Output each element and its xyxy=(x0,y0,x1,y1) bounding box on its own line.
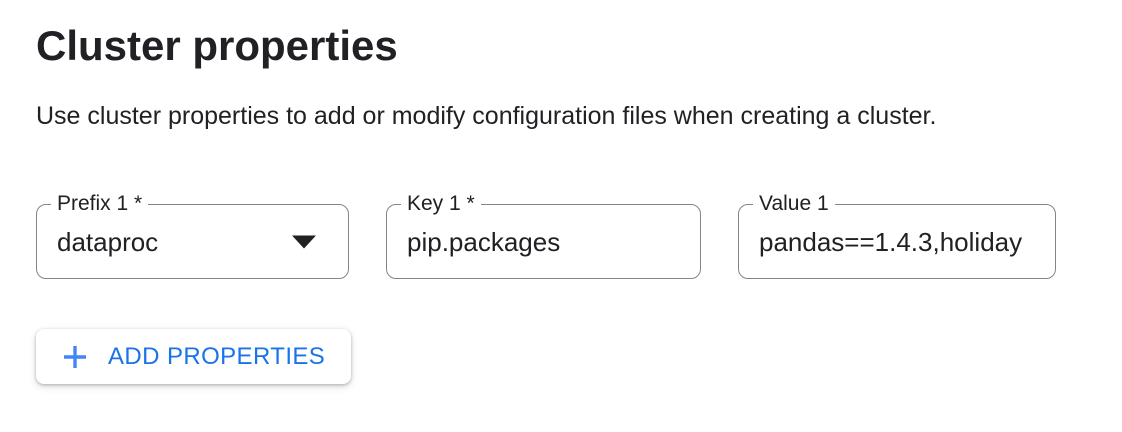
property-row-1: Prefix 1 * dataproc Key 1 * pip.packages… xyxy=(36,192,1086,279)
add-properties-button[interactable]: ADD PROPERTIES xyxy=(36,329,352,384)
key-input[interactable]: Key 1 * pip.packages xyxy=(386,192,701,279)
prefix-label: Prefix 1 * xyxy=(51,192,149,216)
value-label: Value 1 xyxy=(753,192,835,216)
dropdown-arrow-icon xyxy=(292,235,316,248)
plus-icon xyxy=(60,342,90,372)
prefix-value: dataproc xyxy=(57,226,159,257)
page-subtitle: Use cluster properties to add or modify … xyxy=(36,102,937,130)
add-properties-label: ADD PROPERTIES xyxy=(108,342,326,370)
prefix-select[interactable]: Prefix 1 * dataproc xyxy=(36,192,349,279)
value-value: pandas==1.4.3,holiday xyxy=(759,226,1023,257)
key-label: Key 1 * xyxy=(401,192,481,216)
value-input[interactable]: Value 1 pandas==1.4.3,holiday xyxy=(738,192,1056,279)
key-value: pip.packages xyxy=(407,226,561,257)
page-title: Cluster properties xyxy=(36,22,398,69)
